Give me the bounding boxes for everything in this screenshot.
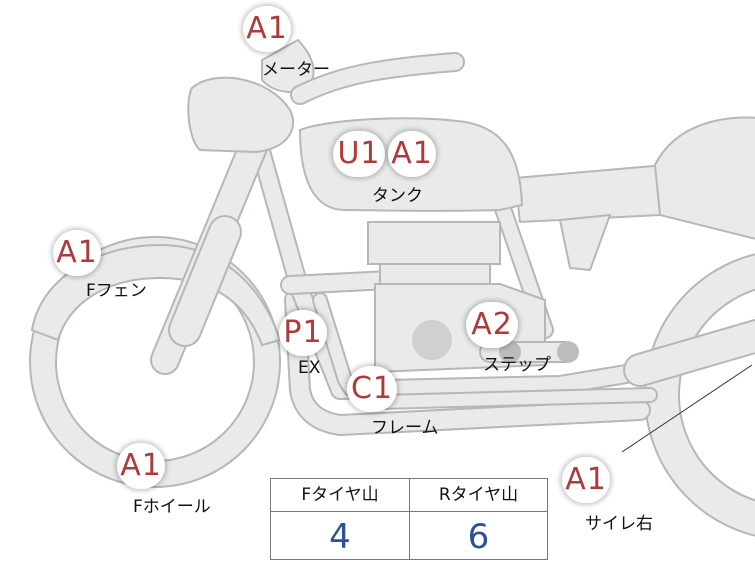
ex-label: EX xyxy=(298,358,321,378)
front-wheel-label: Fホイール xyxy=(133,497,211,517)
step-shape xyxy=(479,341,579,363)
tire-tread-table: Fタイヤ山 Rタイヤ山 4 6 xyxy=(270,478,548,560)
meter-label: メーター xyxy=(262,60,330,80)
headlight-shape xyxy=(187,76,295,154)
rear-tire-value: 6 xyxy=(467,517,490,557)
meter-badge: A1 xyxy=(243,6,291,52)
muffler-label: サイレ右 xyxy=(585,514,653,534)
muffler-badge: A1 xyxy=(562,457,610,503)
tank-u-badge: U1 xyxy=(333,131,385,177)
rear-shock-shape xyxy=(558,213,612,272)
frame-label: フレーム xyxy=(371,418,439,438)
ex-badge: P1 xyxy=(279,310,327,356)
tank-label: タンク xyxy=(372,186,423,206)
frame-shape xyxy=(245,120,660,436)
front-fender-badge: A1 xyxy=(53,230,101,276)
muffler-leader-line xyxy=(621,364,753,453)
rear-cowl-shape xyxy=(653,116,755,240)
front-fender-label: Fフェン xyxy=(86,281,147,301)
seat-shape xyxy=(513,163,667,224)
table-divider xyxy=(409,479,410,559)
front-tire-header: Fタイヤ山 xyxy=(271,479,409,512)
step-label: ステップ xyxy=(483,355,551,375)
frame-badge: C1 xyxy=(347,366,397,412)
tank-a-badge: A1 xyxy=(388,131,436,177)
step-badge: A2 xyxy=(466,302,518,348)
handlebar-shape xyxy=(290,52,465,105)
front-fork-shape xyxy=(150,103,280,375)
rear-tire-header: Rタイヤ山 xyxy=(410,479,547,512)
front-wheel-badge: A1 xyxy=(117,443,165,489)
swingarm-shape xyxy=(623,318,755,387)
front-tire-value: 4 xyxy=(329,517,351,557)
rear-wheel-shape xyxy=(644,253,755,537)
